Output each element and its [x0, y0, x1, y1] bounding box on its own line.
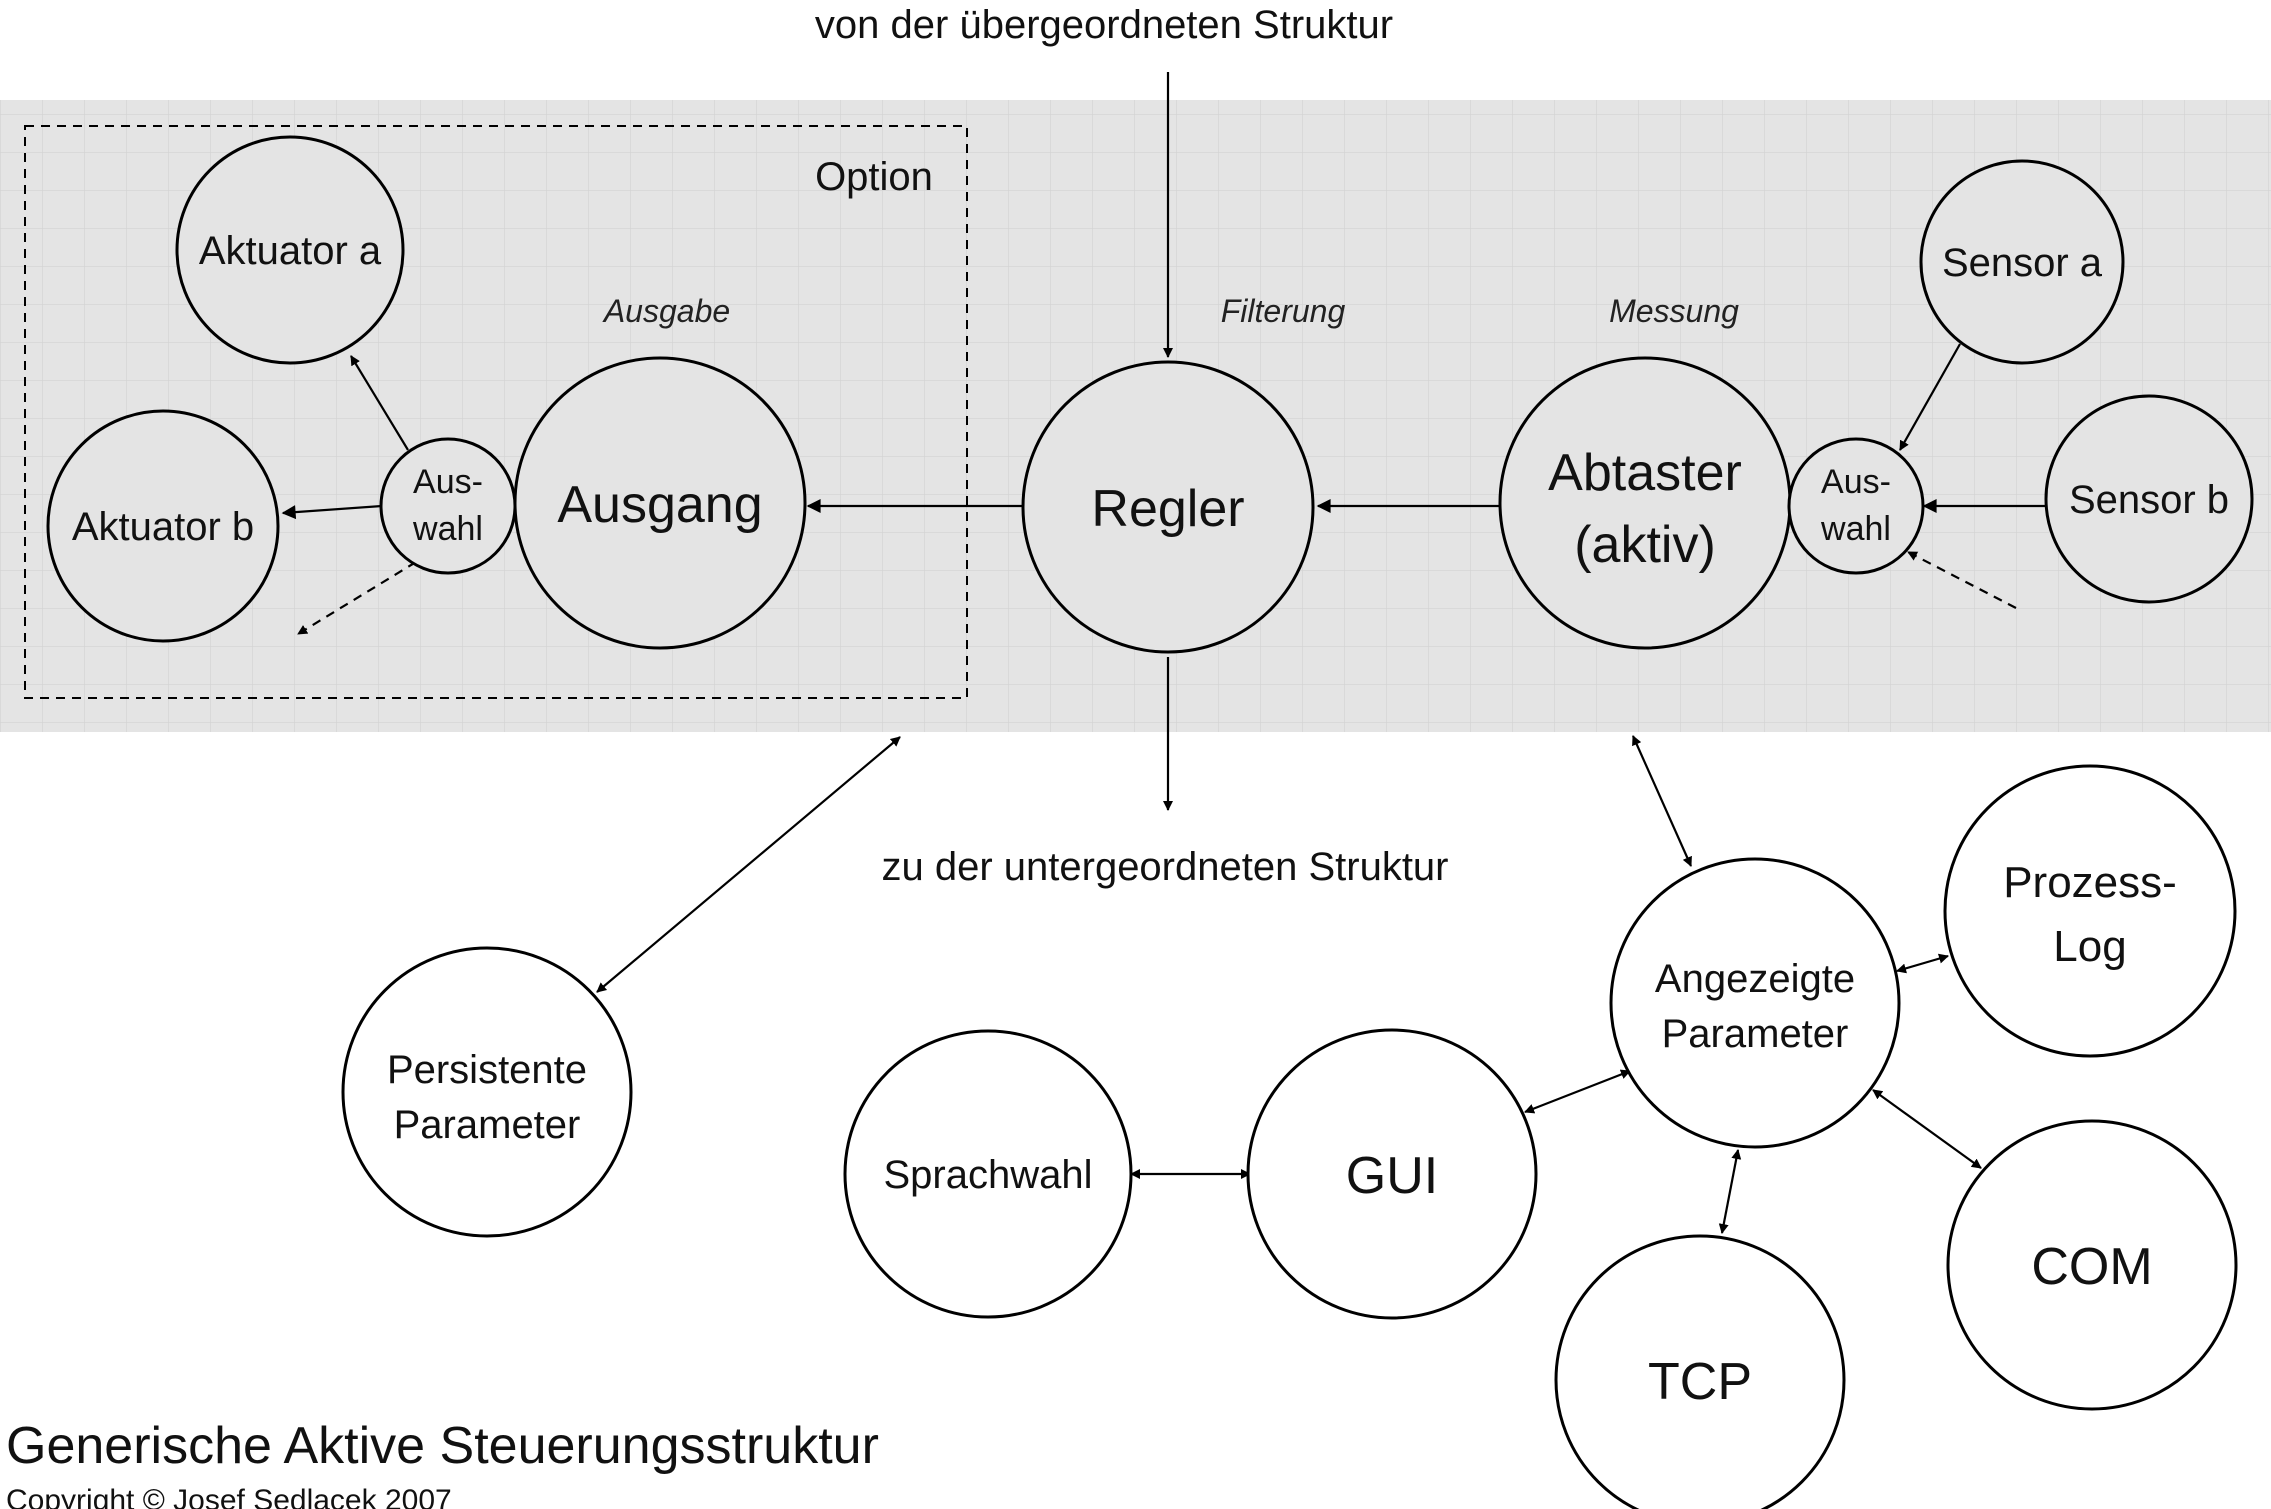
prozess-log-line1: Prozess- — [2003, 858, 2177, 907]
node-auswahl-out: Aus- wahl — [379, 437, 517, 575]
com-label: COM — [2031, 1238, 2152, 1296]
node-auswahl-in: Aus- wahl — [1787, 437, 1925, 575]
tcp-label: TCP — [1648, 1353, 1752, 1411]
node-aktuator-a: Aktuator a — [175, 135, 405, 365]
node-gui: GUI — [1246, 1028, 1538, 1320]
edge-angezeigte-band — [1631, 735, 1693, 867]
edge-auswahl-to-aktuatora — [350, 355, 409, 451]
option-label: Option — [815, 155, 933, 199]
section-ausgabe-label: Ausgabe — [602, 293, 730, 329]
top-flow-label: von der übergeordneten Struktur — [815, 3, 1393, 47]
node-com: COM — [1946, 1119, 2238, 1411]
copyright-note: Copyright © Josef Sedlacek 2007 — [6, 1484, 452, 1509]
sensor-b-label: Sensor b — [2069, 478, 2229, 522]
aktuator-a-label: Aktuator a — [199, 229, 382, 273]
edge-dashed-to-auswahl — [1907, 551, 2017, 609]
sprachwahl-label: Sprachwahl — [883, 1153, 1092, 1197]
edge-angezeigte-com — [1872, 1089, 1982, 1169]
node-sensor-b: Sensor b — [2044, 394, 2254, 604]
edges — [281, 72, 2047, 1234]
gui-label: GUI — [1346, 1147, 1438, 1205]
abtaster-line1: Abtaster — [1548, 444, 1742, 502]
angezeigte-line1: Angezeigte — [1655, 957, 1855, 1001]
edge-dashed-auswahl-out — [297, 561, 417, 635]
auswahl-in-line1: Aus- — [1821, 463, 1891, 501]
abtaster-line2: (aktiv) — [1574, 516, 1716, 574]
option-box — [24, 125, 968, 699]
edge-persistente-band — [596, 736, 901, 993]
edge-angezeigte-prozesslog — [1896, 953, 1949, 974]
section-messung-label: Messung — [1609, 293, 1739, 329]
edge-sensora-to-auswahl — [1899, 343, 1961, 451]
node-persistente-parameter: Persistente Parameter — [341, 946, 633, 1238]
aktuator-b-label: Aktuator b — [72, 505, 254, 549]
node-regler: Regler — [1021, 360, 1315, 654]
edge-gui-angezeigte — [1524, 1069, 1631, 1114]
sensor-a-label: Sensor a — [1942, 241, 2103, 285]
node-abtaster: Abtaster (aktiv) — [1498, 356, 1792, 650]
section-filterung-label: Filterung — [1221, 293, 1346, 329]
node-sensor-a: Sensor a — [1919, 159, 2125, 365]
regler-label: Regler — [1091, 480, 1244, 538]
auswahl-out-line1: Aus- — [413, 463, 483, 501]
persistente-line2: Parameter — [394, 1103, 581, 1147]
persistente-line1: Persistente — [387, 1048, 587, 1092]
diagram-title: Generische Aktive Steuerungsstruktur — [6, 1417, 879, 1475]
node-prozess-log: Prozess- Log — [1943, 764, 2237, 1058]
auswahl-out-line2: wahl — [412, 510, 483, 548]
prozess-log-line2: Log — [2053, 922, 2126, 971]
node-sprachwahl: Sprachwahl — [843, 1029, 1133, 1319]
node-tcp: TCP — [1554, 1234, 1846, 1509]
angezeigte-line2: Parameter — [1662, 1012, 1849, 1056]
ausgang-label: Ausgang — [557, 476, 762, 534]
node-angezeigte-parameter: Angezeigte Parameter — [1609, 857, 1901, 1149]
auswahl-in-line2: wahl — [1820, 510, 1891, 548]
edge-angezeigte-tcp — [1718, 1149, 1742, 1234]
bottom-flow-label: zu der untergeordneten Struktur — [881, 845, 1448, 889]
node-ausgang: Ausgang — [513, 356, 807, 650]
node-aktuator-b: Aktuator b — [46, 409, 280, 643]
edge-auswahl-to-aktuatorb — [281, 504, 383, 520]
